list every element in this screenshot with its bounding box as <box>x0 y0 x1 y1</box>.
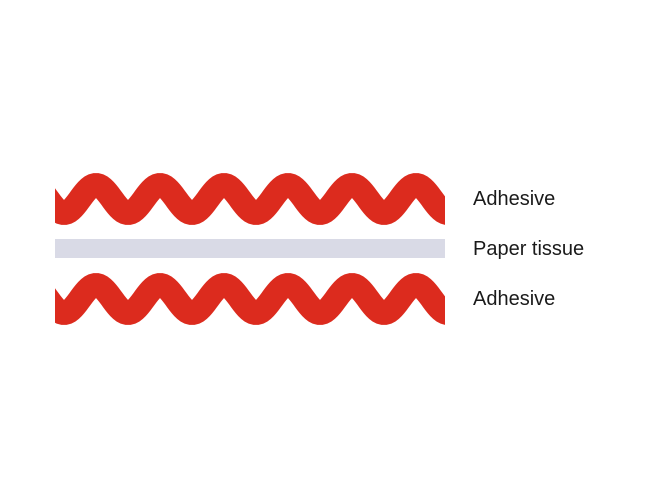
paper-tissue-label: Paper tissue <box>473 238 585 260</box>
adhesive-wave-bottom <box>55 273 445 325</box>
adhesive-top-label: Adhesive <box>473 188 556 210</box>
adhesive-bottom-label: Adhesive <box>473 288 556 310</box>
adhesive-wave-top <box>55 173 445 225</box>
paper-tissue-band <box>55 239 445 258</box>
